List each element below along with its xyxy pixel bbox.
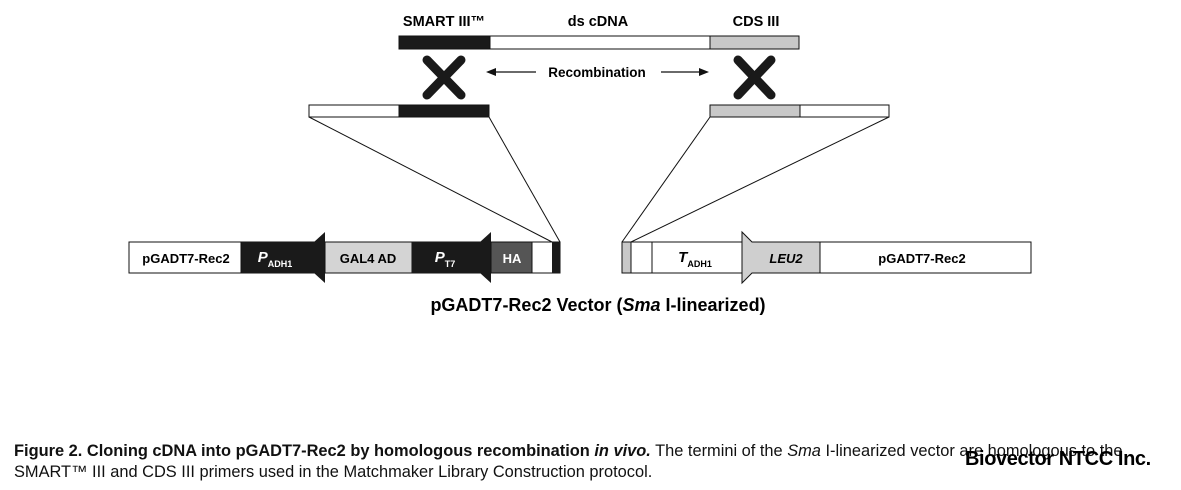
- vector-left-terminus: [308, 104, 490, 118]
- vector-name-right: pGADT7-Rec2: [878, 251, 965, 266]
- leu2-gene-arrow: [741, 230, 821, 285]
- cds-iii-segment: [709, 35, 800, 50]
- vector-title: pGADT7-Rec2 Vector (Sma I-linearized): [430, 295, 765, 315]
- smart-iii-end-segment: [552, 242, 560, 273]
- crossover-x-icon-right: [733, 55, 776, 100]
- vector-left-white-segment: [308, 104, 400, 118]
- vector-right-cds-homology: [709, 104, 801, 118]
- vector-right-terminus: [709, 104, 890, 118]
- recombination-diagram: SMART III™ ds cDNA CDS III Recombination: [128, 14, 1032, 315]
- recombination-arrow-left-icon: [486, 68, 536, 76]
- ha-label: HA: [503, 251, 522, 266]
- gal4-ad-segment: [324, 241, 413, 274]
- leu2-label: LEU2: [769, 251, 803, 266]
- p-adh1-label: PADH1: [258, 249, 293, 269]
- watermark: Biovector NTCC Inc.: [965, 448, 1151, 470]
- zoom-line-right-inner: [621, 116, 711, 243]
- caption-text-2: I-linearized vector are homologous to th…: [14, 442, 1123, 481]
- p-t7-promoter-arrow: [412, 232, 491, 283]
- cds-iii-label: CDS III: [733, 14, 780, 30]
- smart-iii-segment: [398, 35, 491, 50]
- caption-title-italic: in vivo.: [594, 442, 651, 460]
- zoom-line-left-outer: [308, 116, 553, 243]
- t-adh1-label: TADH1: [678, 249, 712, 269]
- gal4-ad-label: GAL4 AD: [340, 251, 397, 266]
- vector-right-white-segment: [799, 104, 890, 118]
- figure-caption: Figure 2. Cloning cDNA into pGADT7-Rec2 …: [14, 441, 1174, 483]
- zoom-line-right-outer: [630, 116, 890, 243]
- crossover-x-icon-left: [422, 55, 466, 100]
- insert-bar: [398, 35, 800, 50]
- vector-name-left: pGADT7-Rec2: [142, 251, 229, 266]
- zoom-line-left-inner: [488, 116, 561, 243]
- vector-left-smart-homology: [398, 104, 490, 118]
- vector-map-right: TADH1 LEU2 pGADT7-Rec2: [621, 230, 1032, 285]
- p-adh1-promoter-arrow: [241, 232, 325, 283]
- p-t7-label: PT7: [435, 249, 456, 269]
- ha-tag-segment: [490, 241, 533, 274]
- cds-iii-end-segment: [621, 241, 632, 274]
- vector-map-left: pGADT7-Rec2 PADH1 GAL4 AD PT7 HA: [128, 232, 561, 283]
- caption-italic: Sma: [787, 442, 821, 460]
- caption-title: Figure 2. Cloning cDNA into pGADT7-Rec2 …: [14, 442, 595, 460]
- caption-text-1: The termini of the: [650, 442, 788, 460]
- ds-cdna-label: ds cDNA: [568, 14, 629, 30]
- recombination-arrow-right-icon: [661, 68, 709, 76]
- ds-cdna-segment: [489, 35, 711, 50]
- smart-iii-label: SMART III™: [403, 14, 485, 30]
- recombination-label: Recombination: [548, 65, 646, 80]
